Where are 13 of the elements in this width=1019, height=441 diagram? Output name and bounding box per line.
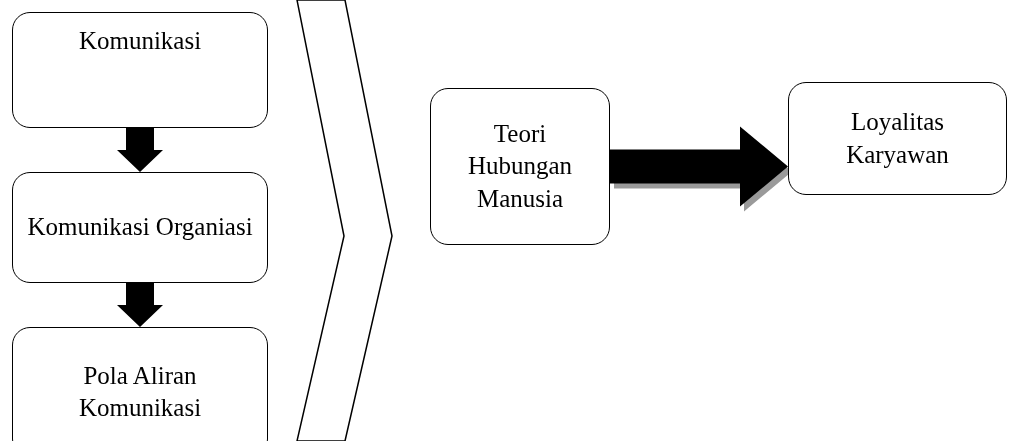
- chevron-shape: [296, 0, 396, 441]
- block-arrow: [117, 128, 163, 172]
- box-label: Loyalitas Karyawan: [845, 107, 950, 170]
- process-box: [12, 172, 268, 283]
- block-arrow: [117, 283, 163, 327]
- box-label: Teori Hubungan Manusia: [466, 118, 574, 214]
- box-label: Komunikasi: [78, 26, 202, 56]
- process-box: [788, 82, 1007, 195]
- process-box: [430, 88, 610, 245]
- process-box: [12, 327, 268, 441]
- box-label: Komunikasi Organiasi: [27, 212, 253, 243]
- process-box: [12, 12, 268, 128]
- box-label: Pola Aliran Komunikasi: [77, 360, 203, 423]
